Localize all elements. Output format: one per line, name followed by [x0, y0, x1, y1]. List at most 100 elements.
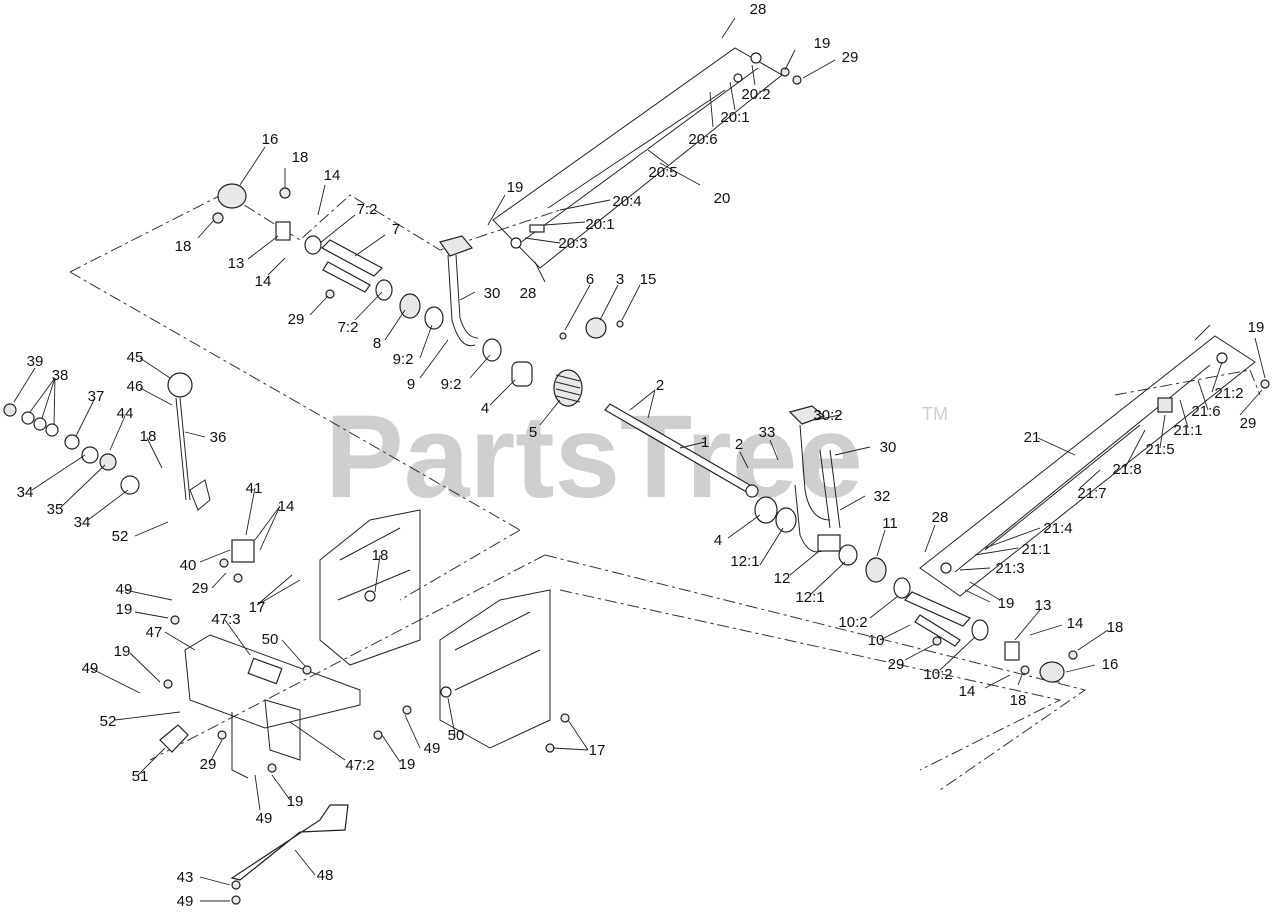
callout: 35	[47, 501, 64, 518]
watermark-text: PartsTree	[325, 391, 863, 523]
callout: 7:2	[338, 319, 359, 336]
callout: 20:4	[612, 193, 641, 210]
callout: 21:5	[1145, 441, 1174, 458]
callout: 19	[998, 595, 1015, 612]
callout: 34	[74, 514, 91, 531]
shaft-1	[604, 403, 759, 498]
housing-left	[319, 509, 421, 666]
spring-5	[553, 369, 583, 407]
pedal-30-2	[788, 405, 841, 529]
rod-assembly-20-box	[492, 47, 783, 269]
shaft-7	[321, 239, 383, 293]
callout: 39	[27, 353, 44, 370]
callout: 21:1	[1021, 541, 1050, 558]
callout: 50	[262, 631, 279, 648]
callout: 19	[287, 793, 304, 810]
callout: 14	[324, 167, 341, 184]
callout: 21:4	[1043, 520, 1072, 537]
callout: 7	[392, 221, 400, 238]
callout: 18	[140, 428, 157, 445]
callout: 18	[292, 149, 309, 166]
callout: 2	[735, 436, 743, 453]
callout: 38	[52, 367, 69, 384]
callout: 11	[882, 515, 898, 532]
callout: 7:2	[357, 201, 378, 218]
callout: 3	[616, 271, 624, 288]
callout: 14	[1067, 615, 1084, 632]
callout: 41	[246, 480, 263, 497]
shaft-10	[904, 591, 971, 647]
callout: 20	[714, 190, 731, 207]
callout: 40	[180, 557, 197, 574]
callout: 21:8	[1112, 461, 1141, 478]
assembly-outlines	[69, 192, 1261, 791]
callout: 12:1	[795, 589, 824, 606]
callout: 49	[256, 810, 273, 827]
callout: 19	[114, 643, 131, 660]
callout: 20:5	[648, 164, 677, 181]
callout: 14	[278, 498, 295, 515]
callout: 10:2	[838, 614, 867, 631]
callout: 36	[210, 429, 227, 446]
callout: 4	[714, 532, 722, 549]
callout: 9:2	[441, 376, 462, 393]
callout: 20:3	[558, 235, 587, 252]
callout-labels: 28 19 29 20:2 20:1 20:6 20:5 20 20:4 20:…	[17, 1, 1265, 910]
bracket-13-right	[1004, 641, 1020, 661]
callout: 9:2	[393, 351, 414, 368]
callout: 49	[177, 893, 194, 910]
callout: 13	[228, 255, 245, 272]
callout: 29	[1240, 415, 1257, 432]
callout: 49	[424, 740, 441, 757]
callout: 10	[868, 632, 885, 649]
callout: 19	[507, 179, 524, 196]
callout: 29	[288, 311, 305, 328]
callout: 14	[959, 683, 976, 700]
callout: 16	[262, 131, 279, 148]
callout: 19	[116, 601, 133, 618]
shift-lever-36	[167, 372, 211, 511]
callout: 21:1	[1173, 422, 1202, 439]
callout: 21	[1024, 429, 1041, 446]
washers-38	[3, 403, 140, 495]
callout: 34	[17, 484, 34, 501]
callout: 28	[932, 509, 949, 526]
callout: 21:2	[1214, 385, 1243, 402]
callout: 15	[640, 271, 657, 288]
callout: 43	[177, 869, 194, 886]
callout: 29	[888, 656, 905, 673]
callout: 37	[88, 388, 105, 405]
callout: 49	[82, 660, 99, 677]
pedal-30	[439, 235, 479, 347]
callout: 29	[842, 49, 859, 66]
callout: 6	[586, 271, 594, 288]
callout: 33	[759, 424, 776, 441]
callout: 17	[249, 599, 266, 616]
callout: 18	[175, 238, 192, 255]
callout: 17	[589, 742, 606, 759]
leader-lines	[13, 17, 1266, 902]
callout: 48	[317, 867, 334, 884]
callout: 51	[132, 768, 149, 785]
callout: 52	[112, 528, 129, 545]
callout: 19	[399, 756, 416, 773]
callout: 2	[656, 377, 664, 394]
callout: 1	[701, 434, 709, 451]
callout: 4	[481, 400, 489, 417]
callout: 18	[1010, 692, 1027, 709]
callout: 19	[814, 35, 831, 52]
bushings	[217, 183, 1065, 683]
callout: 14	[255, 273, 272, 290]
callout: 29	[200, 756, 217, 773]
callout: 21:7	[1077, 485, 1106, 502]
callout: 28	[520, 285, 537, 302]
callout: 46	[127, 378, 144, 395]
callout: 44	[117, 405, 134, 422]
rod-assembly-21-box	[919, 335, 1256, 597]
rod-48	[230, 804, 349, 881]
callout: 21:3	[995, 560, 1024, 577]
callout: 10:2	[923, 666, 952, 683]
callout: 29	[192, 580, 209, 597]
watermark-trademark: TM	[922, 404, 948, 424]
callout: 20:1	[720, 109, 749, 126]
